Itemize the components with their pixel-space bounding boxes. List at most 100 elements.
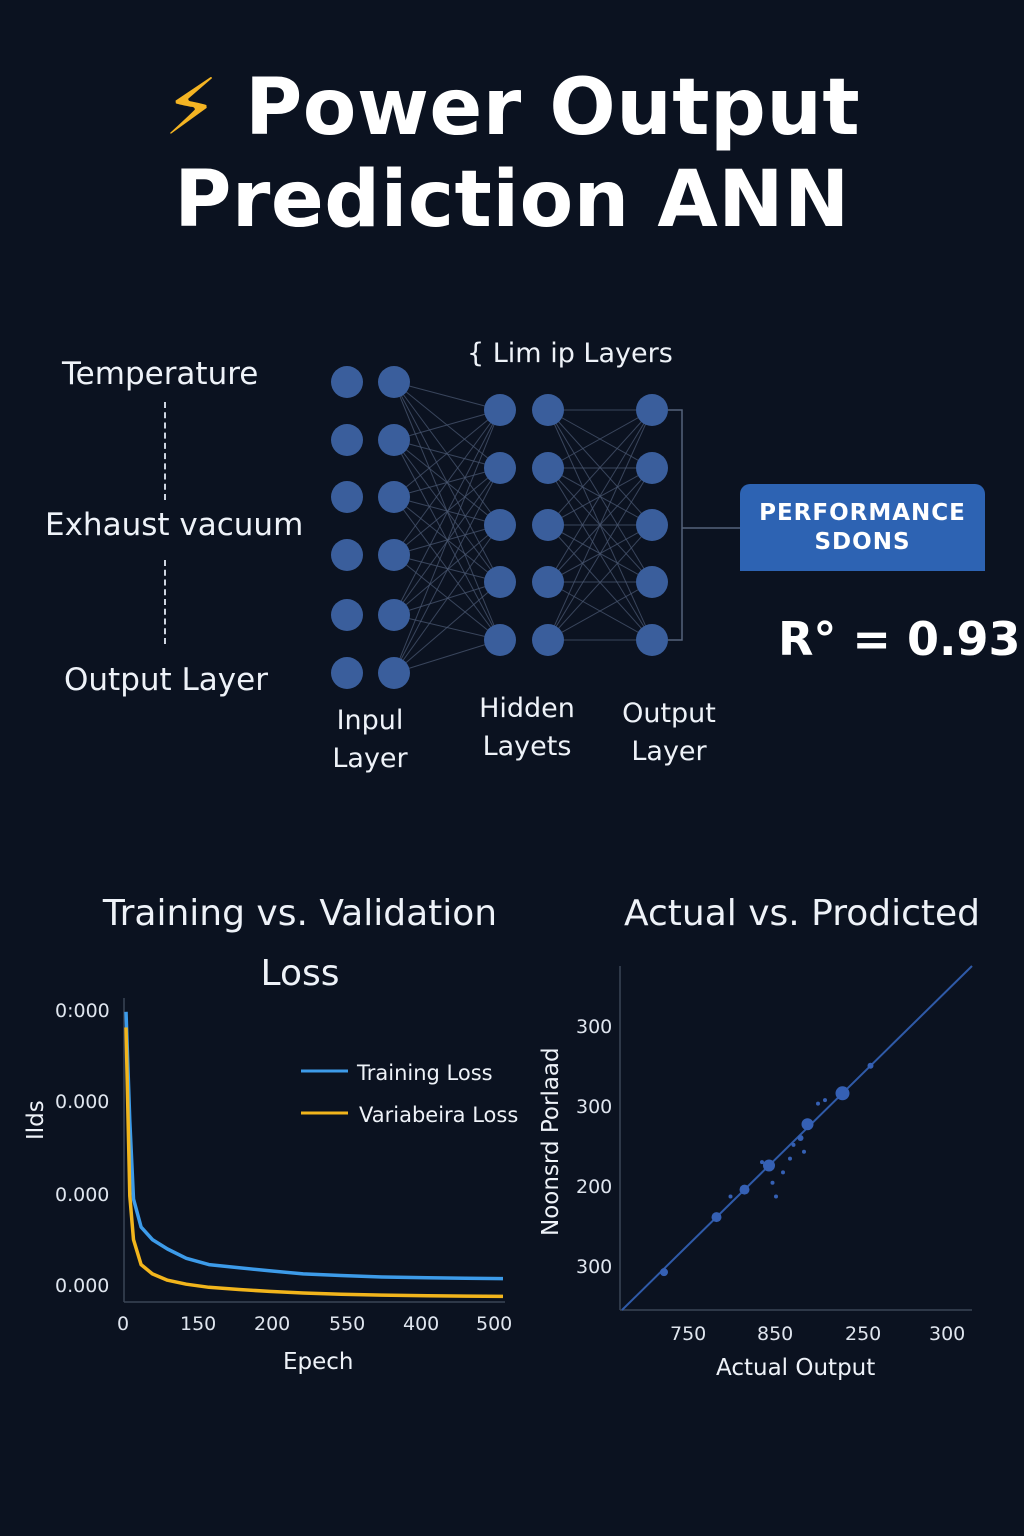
loss-x-tick: 150 [180,1313,216,1335]
hidden-node [532,394,564,426]
loss-y-tick: 0.000 [55,1184,109,1206]
network-connection [393,554,501,583]
input-node [331,424,363,456]
scatter-point [802,1149,806,1154]
hidden-node [532,509,564,541]
scatter-x-tick: 300 [929,1323,965,1345]
hidden-node [484,394,516,426]
scatter-point [770,1180,775,1185]
network-nodes [331,366,668,689]
output-node [636,509,668,541]
loss-chart: Training Loss Variabeira Loss 0:000 0.00… [23,998,518,1375]
scatter-point [801,1118,814,1131]
output-node [636,394,668,426]
scatter-y-tick: 300 [576,1256,612,1278]
scatter-y-axis-label: Noonsrd Porlaad [538,1047,564,1236]
title-line-1: ⚡Power Output [163,63,861,153]
output-node [636,624,668,656]
feature-divider [164,402,166,500]
network-connection [393,409,501,441]
loss-x-tick: 200 [254,1313,290,1335]
network-connection [393,409,501,498]
validation-loss-line [124,1027,504,1299]
identity-line [621,965,973,1311]
scatter-point [760,1160,764,1165]
legend-label-training: Training Loss [356,1061,493,1085]
hidden-node [532,624,564,656]
scatter-point [867,1062,874,1069]
loss-x-tick: 400 [403,1313,439,1335]
scatter-x-axis-label: Actual Output [716,1355,875,1381]
scatter-point [835,1086,850,1101]
network-connection [393,554,501,641]
training-loss-line [124,1011,504,1281]
hidden-node [532,452,564,484]
scatter-point [774,1194,778,1199]
scatter-y-tick: 300 [576,1096,612,1118]
loss-y-tick: 0.000 [55,1091,109,1113]
feature-temperature: Temperature [62,356,259,392]
network-connection [547,409,653,526]
feature-output-layer: Output Layer [64,662,268,698]
scatter-point [781,1170,785,1175]
network-connection [547,409,653,469]
output-node [636,452,668,484]
input-node [378,366,410,398]
network-connection [393,409,501,616]
scatter-point [711,1212,722,1223]
scatter-chart: 300 300 200 300 750 850 250 300 Actual O… [538,965,973,1381]
input-node [378,539,410,571]
performance-box: PERFORMANCE SDONS [740,484,985,571]
network-connection [547,524,653,641]
network-connection [393,467,501,674]
input-node [378,481,410,513]
scatter-point [763,1159,775,1172]
scatter-y-tick: 200 [576,1176,612,1198]
scatter-y-tick: 300 [576,1016,612,1038]
loss-x-tick: 550 [329,1313,365,1335]
feature-divider [164,560,166,644]
network-connection [393,381,501,411]
loss-x-tick: 0 [117,1313,129,1335]
input-node [378,424,410,456]
network-connection [393,524,501,674]
scatter-point [791,1142,796,1147]
input-node [378,599,410,631]
loss-chart-title: Training vs. Validation Loss [102,893,498,994]
lightning-bolt-icon: ⚡ [163,63,220,153]
scatter-x-tick: 750 [670,1323,706,1345]
scatter-point [660,1268,668,1277]
network-connection [393,639,501,674]
loss-y-tick: 0.000 [55,1275,109,1297]
scatter-point [788,1156,792,1161]
hidden-node [532,566,564,598]
network-connection [547,467,653,641]
output-node [636,566,668,598]
scatter-point [823,1098,827,1103]
network-connection [393,409,501,556]
page-title: ⚡Power Output Prediction ANN [0,62,1024,246]
network-connection [547,409,653,641]
scatter-point [739,1184,750,1195]
scatter-chart-title: Actual vs. Prodicted [623,893,981,934]
loss-x-tick: 500 [476,1313,512,1335]
scatter-point [728,1194,733,1199]
hidden-layers-top-label: { Lim ip Layers [467,338,673,369]
scatter-point [816,1101,820,1106]
hidden-node [484,624,516,656]
loss-y-tick: 0:000 [55,1000,110,1022]
input-node [331,539,363,571]
network-connection [393,524,501,556]
network-connections [393,381,683,674]
feature-exhaust-vacuum: Exhaust vacuum [45,507,304,543]
input-node [331,657,363,689]
hidden-node [484,452,516,484]
scatter-x-tick: 250 [845,1323,881,1345]
input-node [331,481,363,513]
loss-legend: Training Loss Variabeira Loss [301,1061,518,1127]
hidden-node [484,566,516,598]
output-bracket [668,409,683,641]
hidden-node [484,509,516,541]
scatter-point [797,1135,804,1141]
input-layer-label: Inpul Layer [332,705,408,774]
